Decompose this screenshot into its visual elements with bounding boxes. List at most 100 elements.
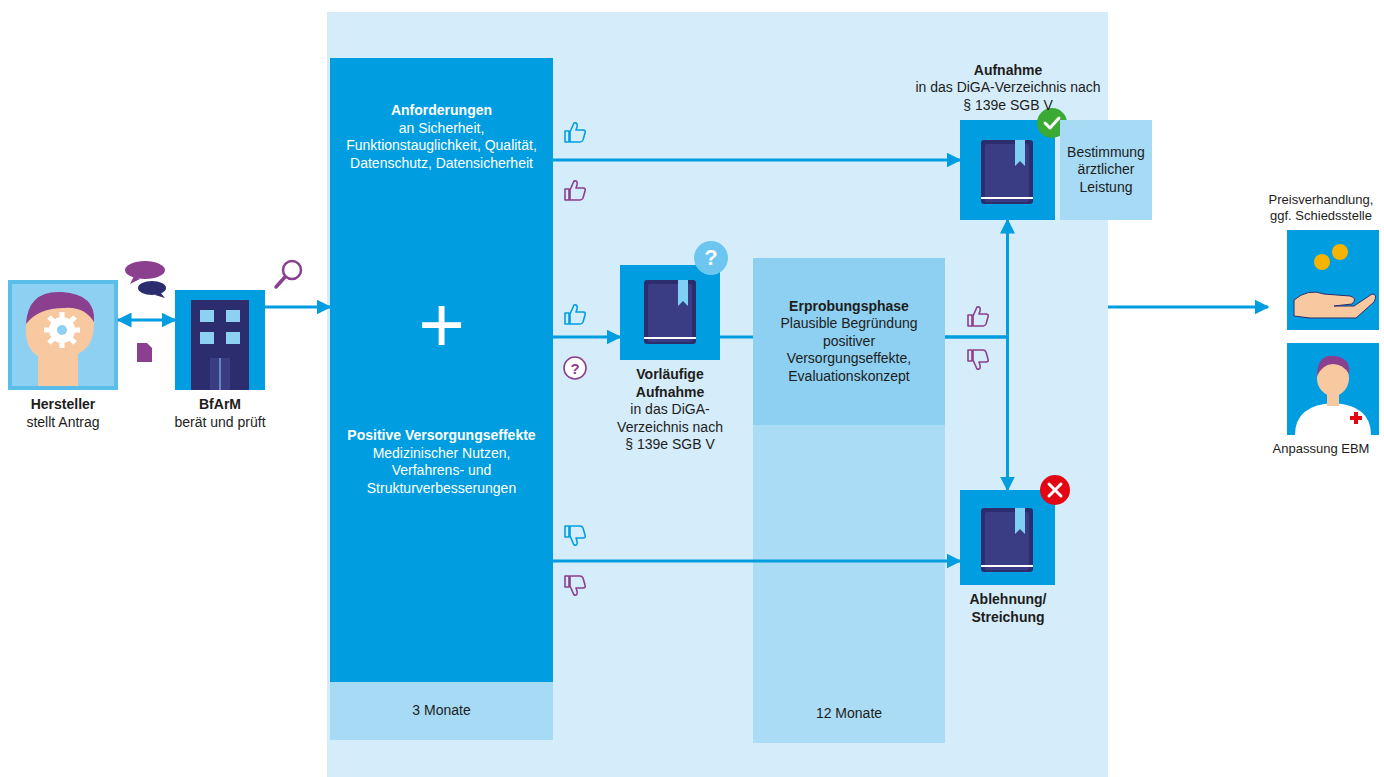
provisional-listing-node: Vorläufige Aufnahmein das DiGA-Verzeichn… — [620, 265, 720, 360]
text-block: 3 Monate — [330, 682, 553, 740]
question-mark: ? — [560, 361, 590, 376]
node-body: in das DiGA-Verzeichnis nach § 139e SGB … — [612, 401, 728, 454]
rejection-icon — [960, 475, 1070, 585]
thumb-icons — [565, 123, 988, 595]
node-title: Aufnahme — [913, 62, 1103, 80]
text-block: Preisverhandlung, ggf. Schiedsstelle — [1262, 192, 1380, 225]
question-mark: ? — [696, 247, 726, 269]
doctor-icon — [1287, 343, 1379, 435]
consultation-icons — [125, 261, 166, 362]
node-body: an Sicherheit, Funktionstauglichkeit, Qu… — [340, 120, 543, 173]
listing-node: Aufnahmein das DiGA-Verzeichnis nach § 1… — [960, 120, 1055, 220]
listing-icon — [1045, 118, 1059, 128]
thumb-icons — [968, 350, 988, 369]
node-body: Medizinischer Nutzen, Verfahrens- und St… — [340, 445, 543, 498]
manufacturer-icon — [8, 280, 118, 390]
authority-icon — [210, 358, 230, 390]
node-title: Vorläufige Aufnahme — [612, 366, 728, 401]
consultation-icons — [130, 276, 140, 284]
thumb-icons — [565, 305, 585, 324]
doctor-icon — [1287, 343, 1379, 435]
node-title: Hersteller — [0, 396, 128, 414]
text-block: Positive VersorgungseffekteMedizinischer… — [330, 392, 553, 532]
text-block: Anpassung EBM — [1262, 441, 1380, 457]
doctor-icon — [1295, 403, 1371, 435]
text-block: BfArMberät und prüft — [165, 396, 275, 431]
rejection-icon — [981, 508, 1033, 572]
price-node: Preisverhandlung, ggf. Schiedsstelle — [1287, 230, 1379, 330]
text-block: Bestimmung ärztlicher Leistung — [1060, 120, 1152, 220]
node-title: BfArM — [165, 396, 275, 414]
node-title: Anpassung EBM — [1262, 441, 1380, 457]
authority-icon — [191, 300, 249, 390]
text-block: Herstellerstellt Antrag — [0, 396, 128, 431]
manufacturer-icon — [57, 325, 67, 335]
requirements-column: + Anforderungenan Sicherheit, Funktionsta… — [330, 58, 553, 740]
flow-arrow — [118, 319, 175, 322]
rejection-icon — [1040, 475, 1070, 505]
price-icon — [1332, 244, 1348, 260]
trial-column — [753, 258, 945, 743]
trial-phase-box: ErprobungsphasePlausible Begründung posi… — [753, 258, 945, 425]
price-icon — [1287, 230, 1379, 330]
price-icon — [1314, 254, 1330, 270]
text-block: Aufnahmein das DiGA-Verzeichnis nach § 1… — [913, 62, 1103, 115]
text-block: + — [330, 285, 553, 365]
provisional-listing-icon — [644, 280, 696, 344]
magnifier-icon — [276, 277, 285, 287]
trial-phase-column: 12 Monate ErprobungsphasePlausible Begrün… — [753, 258, 945, 743]
consultation-icons — [137, 343, 152, 362]
listing-icon — [960, 120, 1055, 220]
authority-icon — [175, 290, 265, 390]
duration-strip: 3 Monate — [330, 682, 553, 740]
authority-icon — [220, 358, 221, 390]
node-title: Anforderungen — [391, 102, 492, 120]
price-icon — [1287, 230, 1379, 330]
thumb-icons — [565, 526, 585, 545]
text-block: 12 Monate — [753, 685, 945, 743]
text-block: ErprobungsphasePlausible Begründung posi… — [753, 258, 945, 425]
process-panel — [327, 12, 1108, 777]
flow-arrow — [945, 220, 1008, 337]
authority-icon — [226, 310, 240, 322]
thumb-icons — [565, 576, 585, 595]
manufacturer-icon — [57, 325, 67, 335]
provisional-listing-icon — [694, 241, 728, 275]
flow-arrow — [553, 560, 960, 563]
manufacturer-icon — [8, 280, 118, 390]
care-effects-box: Positive VersorgungseffekteMedizinischer… — [330, 392, 553, 532]
thumb-icons — [968, 307, 988, 326]
price-icon — [1294, 292, 1376, 318]
node-title: Positive Versorgungseffekte — [347, 427, 535, 445]
ebm-node: Anpassung EBM — [1287, 343, 1379, 435]
manufacturer-node: Herstellerstellt Antrag — [8, 280, 118, 390]
requirements-box: Anforderungenan Sicherheit, Funktionstau… — [330, 62, 553, 212]
authority-icon — [175, 290, 265, 390]
doctor-icon — [1350, 412, 1362, 424]
thumb-icons — [565, 123, 585, 142]
manufacturer-icon — [44, 312, 80, 348]
flow-arrow — [720, 336, 753, 339]
thumb-icons — [565, 181, 585, 200]
node-title: 3 Monate — [412, 702, 470, 720]
authority-icon — [226, 332, 240, 344]
authority-icon — [200, 332, 214, 344]
consultation-icons — [125, 261, 165, 279]
flow-arrow — [265, 306, 330, 309]
node-title: Ablehnung/ Streichung — [943, 591, 1073, 626]
consultation-icons — [138, 281, 166, 295]
text-block: Anforderungenan Sicherheit, Funktionstau… — [330, 62, 553, 212]
doctor-icon — [1317, 356, 1349, 376]
magnifier-icon — [276, 261, 301, 287]
listing-icon — [960, 108, 1067, 220]
node-title: + — [330, 285, 553, 365]
node-body: in das DiGA-Verzeichnis nach § 139e SGB … — [913, 79, 1103, 114]
flow-arrow — [945, 337, 1008, 490]
authority-node: BfArMberät und prüft — [175, 290, 265, 390]
rejection-icon — [1049, 484, 1061, 496]
node-title: 12 Monate — [816, 705, 882, 723]
provisional-listing-icon — [620, 241, 728, 360]
node-title: Preisverhandlung, ggf. Schiedsstelle — [1262, 192, 1380, 225]
authority-icon — [200, 310, 240, 344]
